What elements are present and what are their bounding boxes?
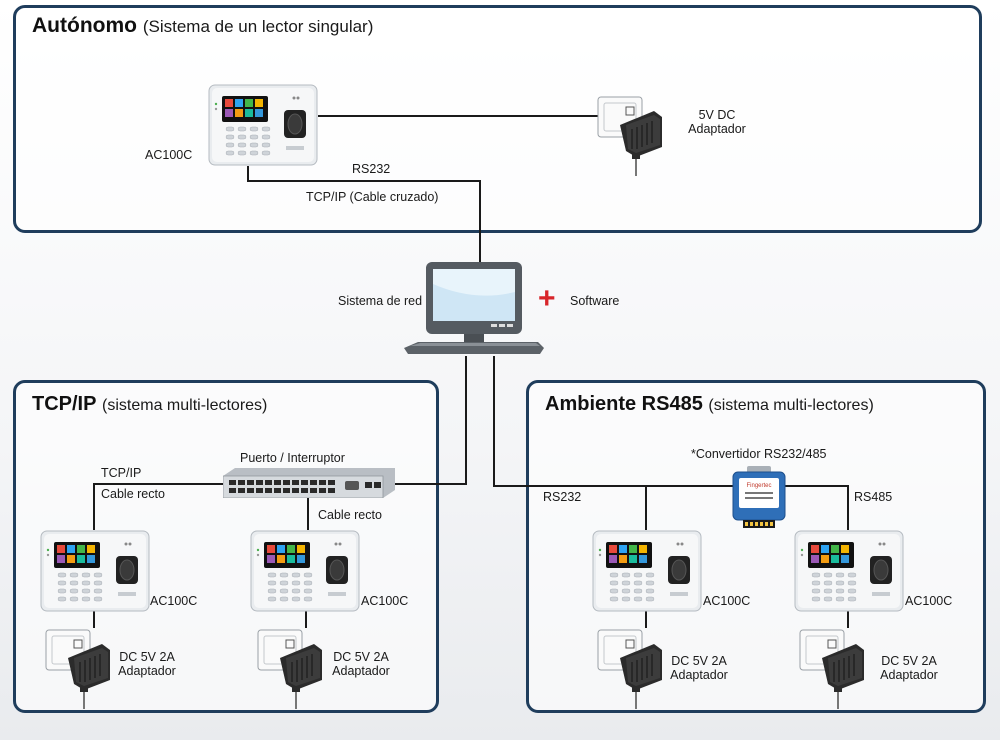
power-adapter-icon-tcpip-1 — [44, 628, 116, 710]
panel-title-rs485: Ambiente RS485 (sistema multi-lectores) — [545, 393, 874, 416]
rs485-label: RS485 — [854, 490, 893, 504]
network-switch-icon — [223, 468, 395, 498]
rs232-label: RS232 — [352, 162, 391, 176]
power-adapter-icon-rs485-2 — [798, 628, 870, 710]
reader-label-tcpip-2: AC100C — [361, 594, 409, 608]
reader-device-rs485-1 — [592, 530, 702, 612]
reader-device — [208, 84, 318, 166]
panel-title-bold: TCP/IP — [32, 393, 97, 415]
adapter-label-line-2: Adaptador — [118, 664, 176, 678]
adapter-label-rs485-2: DC 5V 2A Adaptador — [874, 654, 944, 682]
adapter-label-line-2: Adaptador — [670, 668, 728, 682]
straight-cable-label-2: Cable recto — [318, 508, 382, 522]
power-adapter-icon — [596, 90, 668, 182]
adapter-label-line-1: DC 5V 2A — [333, 650, 389, 664]
panel-title-bold: Autónomo — [32, 14, 137, 37]
reader-label: AC100C — [145, 148, 193, 162]
switch-label: Puerto / Interruptor — [240, 451, 345, 465]
adapter-label-line-2: Adaptador — [332, 664, 390, 678]
straight-cable-label-1: Cable recto — [101, 487, 165, 501]
reader-device-rs485-2 — [794, 530, 904, 612]
adapter-label-tcpip-1: DC 5V 2A Adaptador — [112, 650, 182, 678]
adapter-label-line-1: 5V DC — [698, 108, 736, 122]
panel-title-standalone: Autónomo (Sistema de un lector singular) — [32, 14, 373, 38]
wire-computer-to-rs485 — [493, 356, 849, 530]
adapter-label-rs485-1: DC 5V 2A Adaptador — [664, 654, 734, 682]
power-adapter-icon-tcpip-2 — [256, 628, 328, 710]
reader-label-rs485-1: AC100C — [703, 594, 751, 608]
wire-standalone-to-computer — [247, 166, 481, 262]
panel-subtitle: (sistema multi-lectores) — [708, 397, 874, 414]
rs232-label-rs485: RS232 — [543, 490, 582, 504]
wire-computer-to-switch — [394, 356, 467, 485]
adapter-label-tcpip-2: DC 5V 2A Adaptador — [326, 650, 396, 678]
converter-label: *Convertidor RS232/485 — [691, 447, 827, 461]
panel-subtitle: (Sistema de un lector singular) — [142, 17, 374, 36]
computer-icon — [404, 262, 544, 354]
adapter-label-line-2: Adaptador — [688, 122, 746, 136]
wire-switch-to-reader-1 — [93, 483, 225, 530]
rs232-485-converter-icon: Fingertec — [732, 466, 786, 528]
panel-title-tcpip: TCP/IP (sistema multi-lectores) — [32, 393, 267, 416]
adapter-label-line-1: DC 5V 2A — [671, 654, 727, 668]
reader-label-rs485-2: AC100C — [905, 594, 953, 608]
plus-symbol: + — [538, 282, 556, 315]
adapter-label-line-1: DC 5V 2A — [881, 654, 937, 668]
reader-label-tcpip-1: AC100C — [150, 594, 198, 608]
computer-label: Sistema de red — [338, 294, 423, 308]
adapter-label-line-1: DC 5V 2A — [119, 650, 175, 664]
power-adapter-icon-rs485-1 — [596, 628, 668, 710]
adapter-label: 5V DC Adaptador — [672, 108, 762, 136]
reader-device-tcpip-2 — [250, 530, 360, 612]
panel-subtitle: (sistema multi-lectores) — [102, 397, 268, 414]
panel-standalone — [13, 5, 982, 233]
software-label: Software — [570, 294, 620, 308]
crossover-cable-label: TCP/IP (Cable cruzado) — [306, 190, 439, 204]
reader-device-tcpip-1 — [40, 530, 150, 612]
converter-brand: Fingertec — [746, 483, 771, 489]
panel-title-bold: Ambiente RS485 — [545, 393, 703, 415]
tcpip-link-label: TCP/IP — [101, 466, 142, 480]
adapter-label-line-2: Adaptador — [880, 668, 938, 682]
